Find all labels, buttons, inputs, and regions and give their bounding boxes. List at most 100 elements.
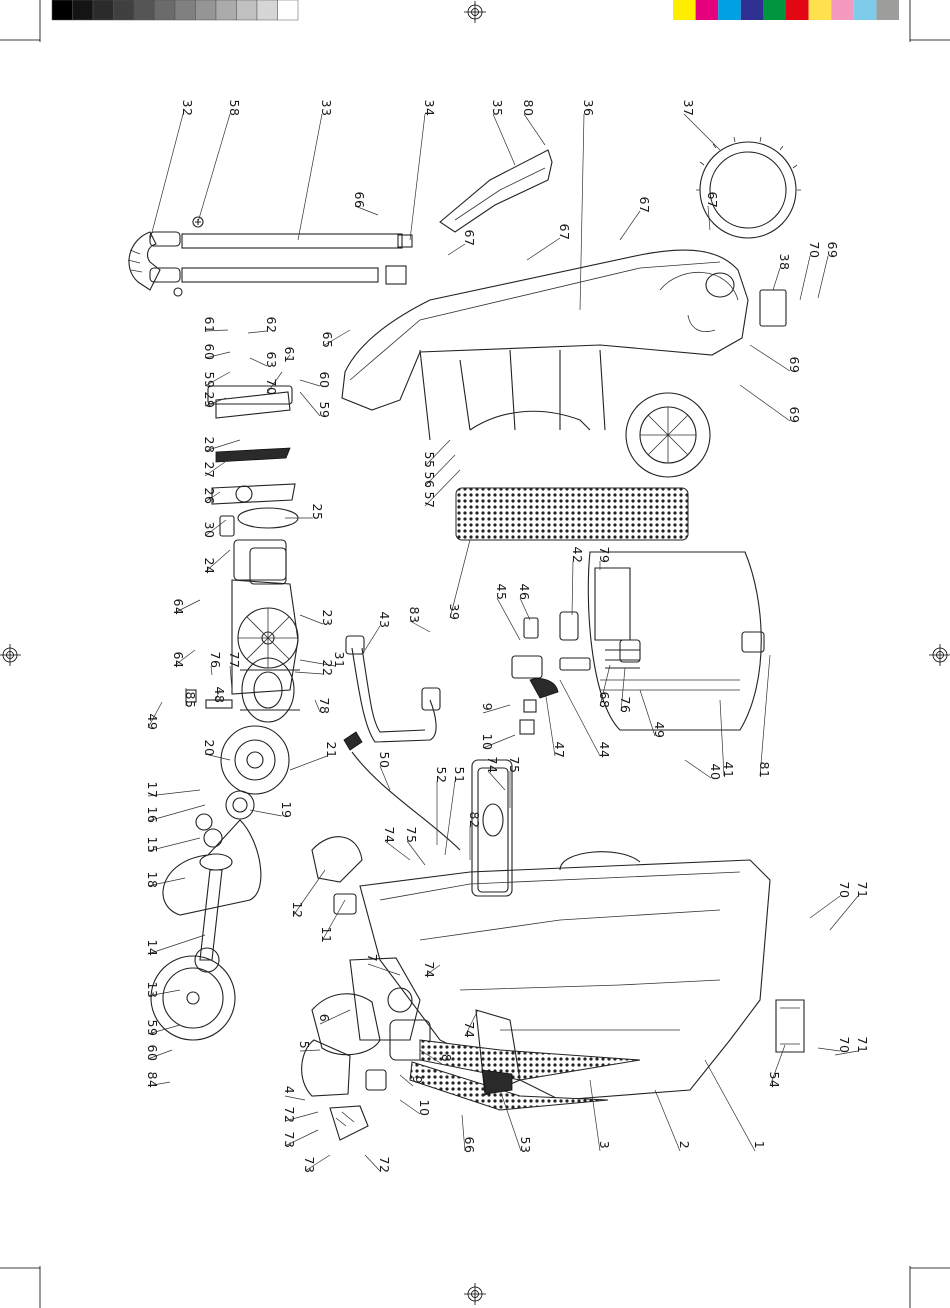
registration-mark-bottom [463,1282,487,1306]
callout-leader [464,1009,479,1037]
callout-leader [384,840,411,861]
pressure-switch-assembly [311,957,431,1091]
callout-leader [519,597,531,621]
callout-number: 60 [202,343,217,360]
callout-number: 75 [507,756,522,773]
callout-leader [204,519,227,537]
callout-leader [364,1154,381,1172]
callout-number: 79 [597,546,612,563]
callout-number: 74 [382,826,397,843]
callout-number: 63 [264,351,279,368]
callout-number: 82 [467,811,482,828]
callout-leader [399,1099,421,1115]
callout-number: 13 [145,981,160,998]
grayscale-swatch [277,0,299,21]
color-swatch [673,0,696,20]
callout-number: 74 [422,961,437,978]
grayscale-swatch [195,0,217,21]
callout-leader [834,1050,859,1056]
color-swatch [853,0,877,20]
callout-number: 20 [202,739,217,756]
side-panel [471,759,513,897]
callout-leader [406,840,426,866]
callout-number: 70 [837,881,852,898]
bearing-parts [219,507,299,585]
callout-leader-lines [147,113,859,1172]
callout-leader [249,809,283,817]
callout-number: 29 [202,391,217,408]
callout-leader [444,780,456,856]
callout-leader [299,1049,321,1052]
callout-leader [204,549,231,573]
callout-number: 9 [480,703,495,712]
callout-number: 78 [317,697,332,714]
callout-leader [147,934,206,955]
callout-leader [447,243,466,256]
callout-number: 77 [227,651,242,668]
callout-leader [284,1111,319,1122]
callout-number: 72 [282,1106,297,1123]
color-swatch [740,0,764,20]
color-swatch [831,0,854,20]
bottom-valve [329,1105,369,1141]
callout-number: 66 [352,191,367,208]
callout-number: 80 [521,99,536,116]
callout-leader [544,689,556,757]
callout-number: 24 [202,557,217,574]
callout-leader [204,491,221,503]
callout-number: 74 [485,756,500,773]
callout-leader [299,614,324,625]
callout-number: 37 [681,99,696,116]
grayscale-swatch [113,0,135,21]
callout-number: 70 [264,378,279,395]
callout-leader [829,895,859,931]
hose-pipe [345,635,441,743]
callout-leader [707,205,711,231]
callout-number: 71 [855,881,870,898]
callout-leader [399,1074,414,1087]
callout-number: 6 [317,1014,332,1023]
callout-leader [147,1081,171,1087]
handle-grip-top [439,149,553,233]
callout-number: 36 [581,99,596,116]
callout-leader [284,1129,319,1147]
callout-leader [249,357,268,367]
callout-number: 61 [282,346,297,363]
callout-leader [321,899,346,942]
wheel-front [625,392,711,478]
grayscale-swatch [174,0,196,21]
callout-number: 64 [171,598,186,615]
callout-leader [499,1089,522,1152]
callout-leader [817,255,829,299]
callout-number: 32 [180,99,195,116]
callout-number: 51 [452,766,467,783]
callout-number: 58 [227,99,242,116]
callout-leader [247,330,268,334]
callout-leader [147,1049,173,1060]
callout-leader [299,379,321,387]
callout-number: 19 [279,801,294,818]
callout-leader [749,344,791,372]
callout-number: 2 [677,1141,692,1150]
cable-cord [343,731,461,851]
grayscale-swatch [92,0,114,21]
callout-leader [579,113,585,311]
side-grille [455,487,689,541]
color-swatch [763,0,786,20]
callout-leader [147,789,201,797]
callout-number: 64 [171,651,186,668]
callout-leader [299,659,336,667]
callout-number: 65 [320,331,335,348]
callout-number: 7 [365,954,380,963]
callout-number: 55 [422,451,437,468]
callout-number: 59 [145,1019,160,1036]
large-pulley-wheel [150,955,236,1041]
color-swatch [786,0,809,20]
callout-number: 26 [202,487,217,504]
callout-leader [599,664,611,707]
callout-leader [817,1047,841,1052]
callout-number: 67 [462,229,477,246]
callout-number: 74 [462,1021,477,1038]
callout-number: 42 [570,546,585,563]
callout-leader [147,1024,181,1035]
